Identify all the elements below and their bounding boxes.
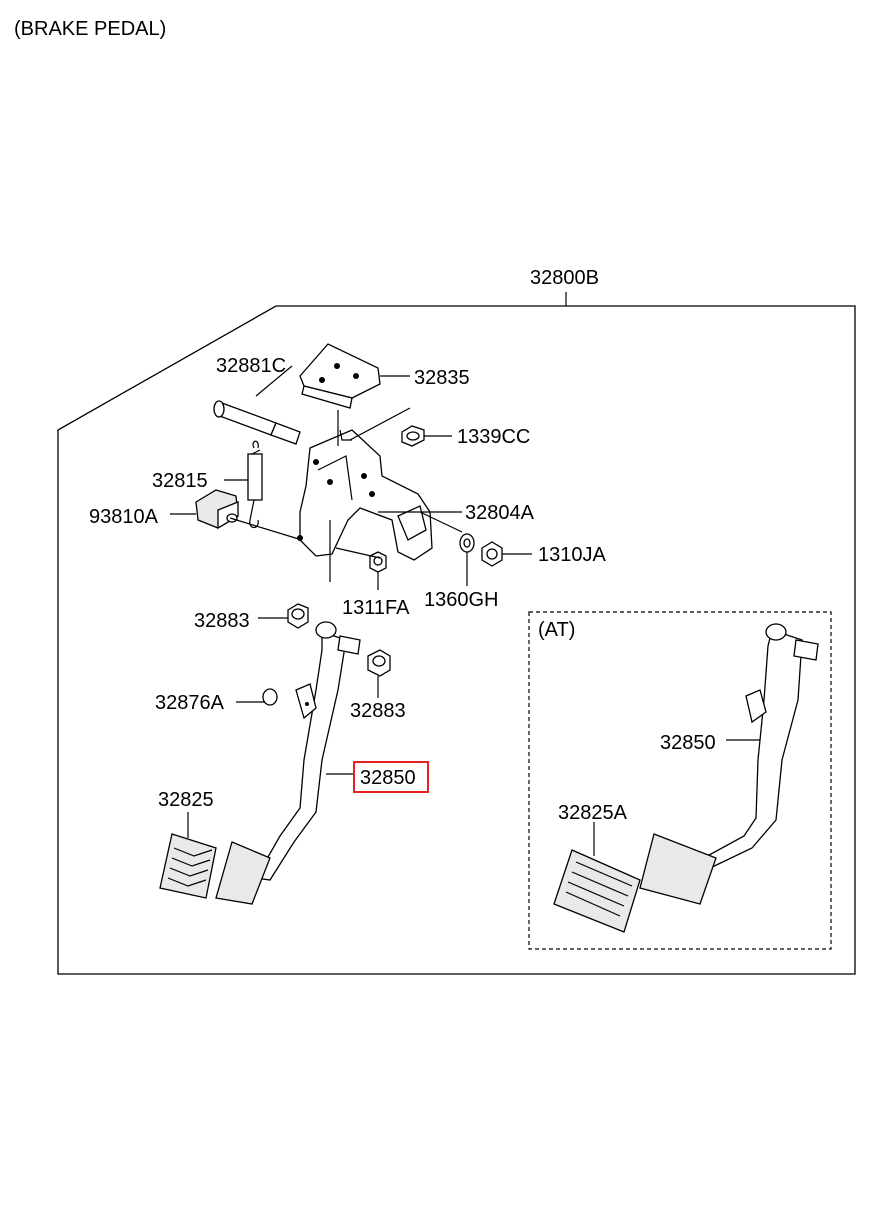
bushing-32883-lower bbox=[367, 649, 391, 677]
highlight-32850 bbox=[353, 761, 429, 793]
brake-pedal-arm-32850-at bbox=[639, 623, 819, 905]
label-32876A[interactable]: 32876A bbox=[155, 692, 225, 714]
leader-lines bbox=[170, 365, 760, 856]
pedal-stopper-32876A bbox=[262, 688, 278, 706]
label-at: (AT) bbox=[538, 619, 575, 641]
stop-lamp-switch-93810A bbox=[195, 489, 239, 530]
brake-pedal-arm-32850 bbox=[254, 621, 361, 881]
nut-1310JA bbox=[481, 541, 503, 567]
washer-1360GH bbox=[459, 533, 475, 553]
pedal-pad-32825A bbox=[553, 849, 641, 933]
nut-1311FA bbox=[369, 551, 387, 573]
label-32800B[interactable]: 32800B bbox=[530, 267, 599, 289]
bracket-plate-32835 bbox=[299, 343, 381, 409]
bushing-32883-upper bbox=[287, 603, 309, 629]
label-1311FA[interactable]: 1311FA bbox=[342, 597, 410, 619]
pivot-pin-32881C bbox=[213, 400, 301, 445]
return-spring-32815 bbox=[247, 440, 263, 529]
label-32804A[interactable]: 32804A bbox=[465, 502, 535, 524]
label-32883-upper[interactable]: 32883 bbox=[194, 610, 250, 632]
assembly-frame bbox=[57, 305, 856, 975]
label-32850-at[interactable]: 32850 bbox=[660, 732, 716, 754]
at-variant-box bbox=[528, 611, 832, 950]
flange-nut-1339CC bbox=[401, 425, 425, 447]
label-1339CC[interactable]: 1339CC bbox=[457, 426, 530, 448]
label-32883-lower[interactable]: 32883 bbox=[350, 700, 406, 722]
label-32815[interactable]: 32815 bbox=[152, 470, 208, 492]
label-32835[interactable]: 32835 bbox=[414, 367, 470, 389]
label-32850[interactable]: 32850 bbox=[360, 767, 416, 789]
label-32825A[interactable]: 32825A bbox=[558, 802, 628, 824]
label-32881C[interactable]: 32881C bbox=[216, 355, 286, 377]
label-32825[interactable]: 32825 bbox=[158, 789, 214, 811]
diagram-title: (BRAKE PEDAL) bbox=[14, 18, 167, 40]
label-1310JA[interactable]: 1310JA bbox=[538, 544, 606, 566]
pedal-pad-plate bbox=[215, 841, 271, 905]
label-1360GH[interactable]: 1360GH bbox=[424, 589, 499, 611]
label-93810A[interactable]: 93810A bbox=[89, 506, 159, 528]
pedal-pad-32825 bbox=[159, 833, 217, 899]
pedal-bracket-32804A bbox=[297, 429, 433, 561]
